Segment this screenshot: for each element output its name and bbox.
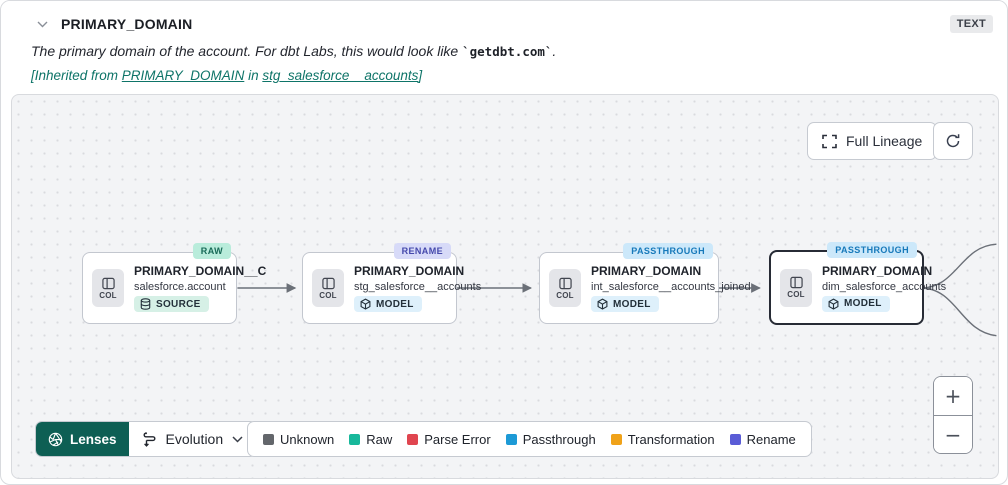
lineage-canvas[interactable]: Full Lineage RAW COL PRIMARY_DOMAIN__C s… — [11, 94, 999, 479]
resource-type-chip: MODEL — [822, 295, 890, 312]
refresh-icon — [945, 133, 961, 149]
node-subtitle: int_salesforce__accounts_joined — [591, 281, 751, 293]
legend-item-raw: Raw — [349, 432, 392, 447]
full-lineage-label: Full Lineage — [846, 133, 923, 149]
lineage-node-dim-model[interactable]: PASSTHROUGH COL PRIMARY_DOMAIN dim_sales… — [769, 242, 947, 325]
lineage-node-stg-model[interactable]: RENAME COL PRIMARY_DOMAIN stg_salesforce… — [302, 243, 482, 324]
legend-item-parse-error: Parse Error — [407, 432, 491, 447]
zoom-controls: + − — [933, 376, 973, 454]
lenses-aperture-icon — [48, 432, 63, 447]
zoom-in-button[interactable]: + — [934, 377, 972, 415]
resource-type-chip: MODEL — [354, 296, 422, 312]
node-subtitle: salesforce.account — [134, 281, 226, 293]
evolution-badge: RENAME — [393, 243, 451, 259]
legend-swatch — [505, 433, 517, 445]
evolution-route-icon — [142, 431, 157, 448]
node-title: PRIMARY_DOMAIN — [354, 264, 465, 278]
legend-swatch — [263, 433, 274, 445]
column-type-badge: TEXT — [949, 15, 993, 33]
resource-type-chip: SOURCE — [134, 296, 209, 312]
page-title: PRIMARY_DOMAIN — [61, 16, 193, 32]
column-chip: COL — [780, 268, 812, 307]
lens-chevron-down-icon — [232, 435, 243, 443]
legend-swatch — [349, 433, 361, 445]
evolution-badge: PASSTHROUGH — [827, 242, 917, 258]
collapse-chevron-icon[interactable] — [31, 13, 53, 35]
node-title: PRIMARY_DOMAIN — [591, 264, 702, 278]
legend-item-passthrough: Passthrough — [505, 432, 596, 447]
legend-swatch — [407, 433, 419, 445]
evolution-legend: Unknown Raw Parse Error Passthrough Tran… — [247, 421, 812, 457]
fullscreen-icon — [822, 134, 837, 149]
zoom-out-button[interactable]: − — [934, 415, 972, 453]
database-icon — [140, 298, 151, 310]
header: PRIMARY_DOMAIN TEXT The primary domain o… — [1, 1, 1007, 94]
inline-code: `getdbt.com` — [462, 44, 553, 59]
model-cube-icon — [360, 298, 371, 310]
column-icon — [101, 277, 115, 289]
node-subtitle: dim_salesforce_accounts — [822, 280, 947, 293]
column-icon — [789, 276, 803, 289]
evolution-badge: RAW — [192, 243, 231, 259]
refresh-button[interactable] — [933, 122, 973, 160]
column-description: The primary domain of the account. For d… — [31, 43, 557, 59]
legend-swatch — [729, 433, 741, 445]
model-cube-icon — [828, 298, 839, 310]
lens-bar: Lenses Evolution — [35, 421, 258, 457]
node-title: PRIMARY_DOMAIN__C — [134, 264, 267, 278]
column-chip: COL — [312, 269, 344, 307]
model-cube-icon — [597, 298, 608, 310]
legend-swatch — [610, 433, 622, 445]
resource-type-chip: MODEL — [591, 296, 659, 312]
lineage-node-source-account[interactable]: RAW COL PRIMARY_DOMAIN__C salesforce.acc… — [82, 243, 267, 324]
column-icon — [558, 277, 572, 289]
node-subtitle: stg_salesforce__accounts — [354, 281, 482, 293]
lenses-label: Lenses — [70, 431, 117, 447]
lineage-node-int-model[interactable]: PASSTHROUGH COL PRIMARY_DOMAIN int_sales… — [539, 243, 751, 324]
lenses-button[interactable]: Lenses — [36, 422, 129, 456]
column-chip: COL — [92, 269, 124, 307]
inherited-column-link[interactable]: PRIMARY_DOMAIN — [121, 68, 245, 83]
evolution-badge: PASSTHROUGH — [623, 243, 713, 259]
full-lineage-button[interactable]: Full Lineage — [807, 122, 938, 160]
active-lens-label: Evolution — [165, 431, 224, 447]
node-title: PRIMARY_DOMAIN — [822, 263, 933, 278]
inherited-model-link[interactable]: stg_salesforce__accounts — [262, 68, 419, 83]
inherited-note: [Inherited from PRIMARY_DOMAIN in stg_sa… — [31, 68, 423, 83]
legend-item-transformation: Transformation — [610, 432, 715, 447]
column-chip: COL — [549, 269, 581, 307]
legend-item-rename: Rename — [729, 432, 796, 447]
lens-selector[interactable]: Evolution — [128, 422, 257, 456]
legend-item-unknown: Unknown — [263, 432, 334, 447]
column-icon — [321, 277, 335, 289]
